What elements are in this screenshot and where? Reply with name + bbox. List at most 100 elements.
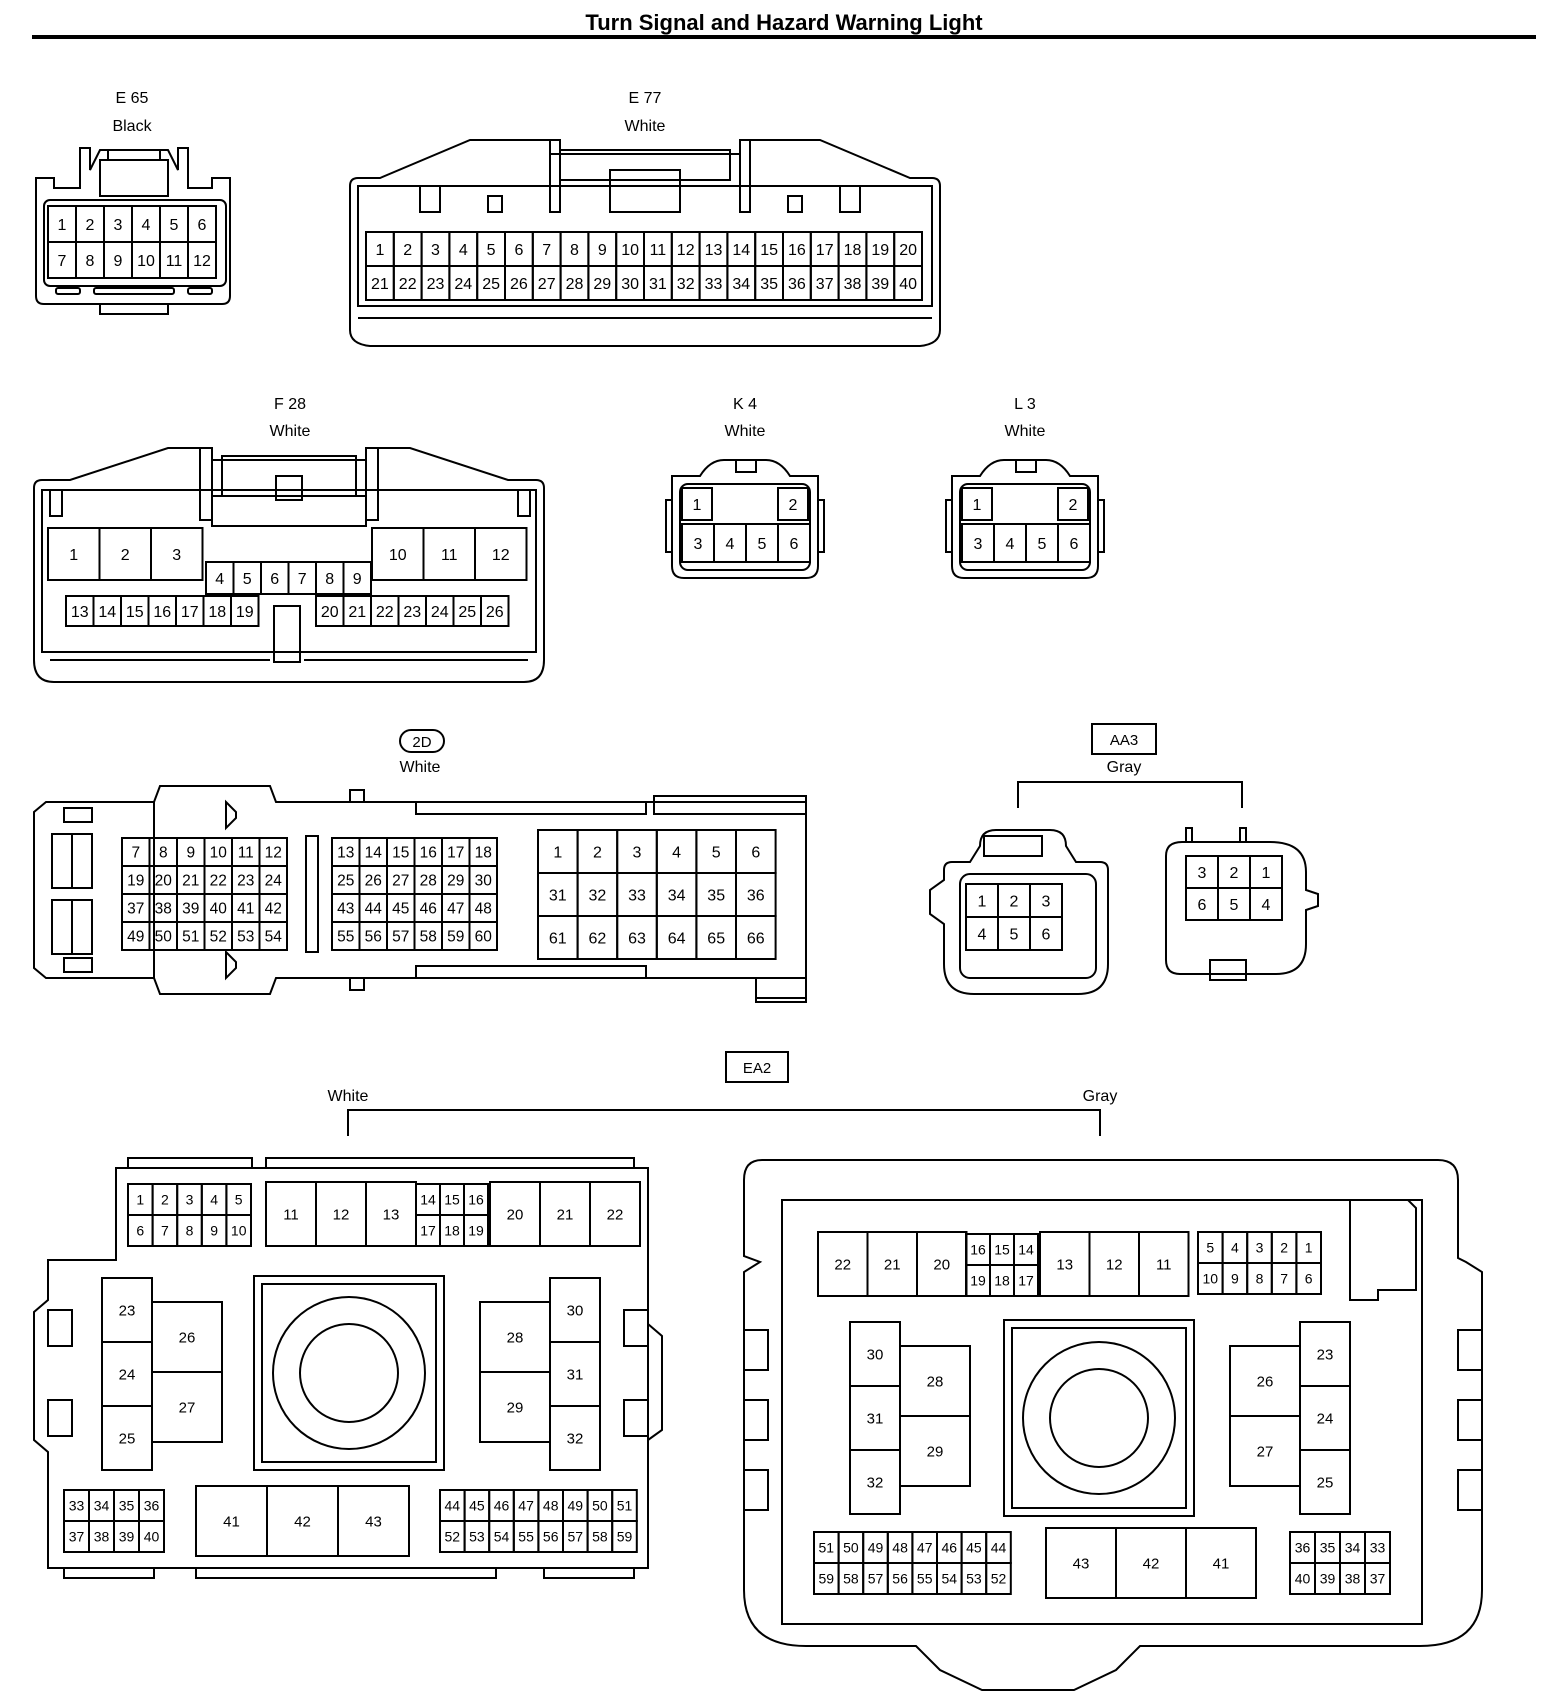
pin-label: 12 bbox=[492, 547, 510, 564]
pin-label: 64 bbox=[668, 930, 686, 947]
pin-label: 39 bbox=[1320, 1571, 1336, 1587]
pin-label: 12 bbox=[193, 253, 211, 270]
pin-label: 4 bbox=[672, 844, 681, 861]
pin-label: 23 bbox=[1317, 1346, 1334, 1363]
connector-e65-color: Black bbox=[112, 118, 152, 135]
pin-cell bbox=[150, 527, 204, 581]
pin-label: 56 bbox=[365, 929, 382, 946]
pin-label: 29 bbox=[593, 276, 611, 293]
pin-label: 49 bbox=[127, 929, 144, 946]
pin-label: 35 bbox=[1320, 1540, 1336, 1556]
pin-label: 2 bbox=[1230, 865, 1239, 882]
pin-label: 29 bbox=[447, 873, 464, 890]
pin-cell bbox=[474, 527, 528, 581]
pin-label: 9 bbox=[210, 1223, 218, 1239]
connector-ea2-code-box bbox=[725, 1051, 789, 1083]
connector-f28-color: White bbox=[270, 423, 311, 440]
pin-label: 19 bbox=[127, 873, 144, 890]
pin-label: 49 bbox=[868, 1540, 884, 1556]
pin-label: 4 bbox=[1231, 1240, 1239, 1256]
pin-label: 28 bbox=[507, 1329, 524, 1346]
pin-label: 51 bbox=[182, 929, 199, 946]
pin-label: 5 bbox=[243, 571, 252, 588]
pin-label: 35 bbox=[760, 276, 778, 293]
pin-cell bbox=[1138, 1231, 1190, 1297]
pin-label: 47 bbox=[518, 1498, 534, 1514]
pin-label: 18 bbox=[844, 242, 862, 259]
pin-label: 1 bbox=[58, 217, 67, 234]
pin-label: 16 bbox=[970, 1242, 986, 1258]
pin-label: 43 bbox=[1073, 1555, 1090, 1572]
pin-cell bbox=[611, 1520, 638, 1553]
pin-label: 12 bbox=[265, 845, 282, 862]
pin-label: 4 bbox=[726, 536, 735, 553]
pin-label: 27 bbox=[538, 276, 556, 293]
pin-label: 10 bbox=[1203, 1271, 1219, 1287]
pin-label: 2 bbox=[1280, 1240, 1288, 1256]
pin-label: 2 bbox=[1069, 497, 1078, 514]
pin-label: 55 bbox=[518, 1529, 534, 1545]
pin-label: 1 bbox=[978, 893, 987, 910]
pin-label: 4 bbox=[1262, 897, 1271, 914]
pin-label: 14 bbox=[420, 1192, 436, 1208]
pin-label: 4 bbox=[142, 217, 151, 234]
pin-label: 20 bbox=[899, 242, 917, 259]
pin-label: 51 bbox=[617, 1498, 633, 1514]
pin-label: 54 bbox=[494, 1529, 510, 1545]
pin-label: 66 bbox=[747, 930, 765, 947]
pin-label: 34 bbox=[94, 1498, 110, 1514]
pin-cell bbox=[337, 1485, 410, 1557]
pin-label: 6 bbox=[790, 536, 799, 553]
pin-label: 36 bbox=[747, 887, 765, 904]
pin-label: 46 bbox=[420, 901, 437, 918]
pin-label: 17 bbox=[1018, 1273, 1034, 1289]
pin-label: 24 bbox=[265, 873, 283, 890]
connector-ea2-code: EA2 bbox=[743, 1060, 771, 1077]
pin-label: 3 bbox=[1042, 893, 1051, 910]
pin-label: 12 bbox=[1106, 1256, 1123, 1273]
pin-label: 34 bbox=[1345, 1540, 1361, 1556]
pin-label: 5 bbox=[487, 242, 496, 259]
pin-label: 44 bbox=[991, 1540, 1007, 1556]
pin-label: 29 bbox=[507, 1399, 524, 1416]
pin-label: 33 bbox=[628, 887, 646, 904]
pin-label: 58 bbox=[843, 1571, 859, 1587]
pin-label: 16 bbox=[420, 845, 437, 862]
pin-label: 32 bbox=[567, 1430, 584, 1447]
pin-label: 8 bbox=[325, 571, 334, 588]
pin-label: 11 bbox=[166, 253, 183, 270]
pin-label: 61 bbox=[549, 930, 567, 947]
pin-cell bbox=[1057, 523, 1091, 563]
pin-label: 43 bbox=[365, 1513, 382, 1530]
pin-label: 2 bbox=[161, 1192, 169, 1208]
pin-label: 31 bbox=[867, 1410, 884, 1427]
pin-label: 9 bbox=[598, 242, 607, 259]
pin-label: 53 bbox=[237, 929, 254, 946]
pin-cell bbox=[1249, 887, 1283, 921]
pin-label: 6 bbox=[198, 217, 207, 234]
pin-label: 26 bbox=[179, 1329, 196, 1346]
pin-label: 45 bbox=[469, 1498, 485, 1514]
connector-aa3-male-outline bbox=[1165, 841, 1319, 975]
pin-label: 15 bbox=[126, 604, 144, 621]
pin-label: 41 bbox=[237, 901, 254, 918]
connector-l3-outline bbox=[951, 459, 1099, 579]
pin-label: 50 bbox=[592, 1498, 608, 1514]
pin-label: 45 bbox=[392, 901, 409, 918]
pin-label: 40 bbox=[210, 901, 228, 918]
pin-label: 21 bbox=[348, 604, 366, 621]
pin-label: 17 bbox=[420, 1223, 436, 1239]
pin-label: 18 bbox=[994, 1273, 1010, 1289]
pin-label: 32 bbox=[867, 1474, 884, 1491]
pin-label: 4 bbox=[978, 926, 987, 943]
pin-label: 10 bbox=[137, 253, 155, 270]
pin-label: 23 bbox=[119, 1302, 136, 1319]
pin-label: 28 bbox=[566, 276, 584, 293]
pin-label: 24 bbox=[431, 604, 449, 621]
